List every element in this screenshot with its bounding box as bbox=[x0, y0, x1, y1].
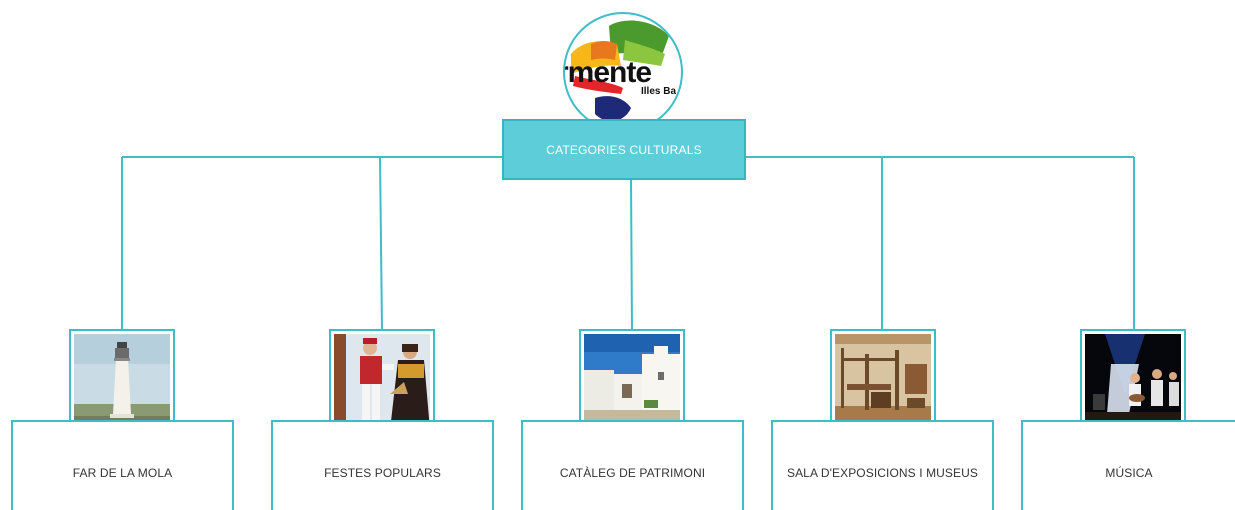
category-card-far-de-la-mola[interactable]: FAR DE LA MOLA bbox=[11, 420, 234, 510]
category-card-cataleg-de-patrimoni[interactable]: CATÀLEG DE PATRIMONI bbox=[521, 420, 744, 510]
category-label: CATÀLEG DE PATRIMONI bbox=[559, 466, 706, 480]
category-card-festes-populars[interactable]: FESTES POPULARS bbox=[271, 420, 494, 510]
logo-wordmark: rmente bbox=[563, 56, 652, 89]
category-label: FESTES POPULARS bbox=[324, 466, 441, 480]
thumb-sala-exposicions[interactable] bbox=[830, 329, 936, 435]
thumb-festes-populars[interactable] bbox=[329, 329, 435, 435]
lighthouse-photo bbox=[74, 334, 170, 430]
white-church-photo bbox=[584, 334, 680, 430]
logo-paint-strokes bbox=[571, 20, 669, 122]
category-label: MÚSICA bbox=[1105, 466, 1153, 480]
folk-dancers-photo bbox=[334, 334, 430, 430]
category-card-sala-exposicions[interactable]: SALA D'EXPOSICIONS I MUSEUS bbox=[771, 420, 994, 510]
thumb-musica[interactable] bbox=[1080, 329, 1186, 435]
connector-festes-populars bbox=[379, 156, 383, 331]
logo-submark: Illes Ba bbox=[641, 86, 677, 97]
concert-stage-photo bbox=[1085, 334, 1181, 430]
root-node-label: CATEGORIES CULTURALS bbox=[546, 142, 702, 157]
museum-interior-photo bbox=[835, 334, 931, 430]
category-card-musica[interactable]: MÚSICA bbox=[1021, 420, 1235, 510]
root-node[interactable]: CATEGORIES CULTURALS bbox=[502, 119, 746, 180]
thumb-far-de-la-mola[interactable] bbox=[69, 329, 175, 435]
category-label: SALA D'EXPOSICIONS I MUSEUS bbox=[786, 466, 979, 480]
category-label: FAR DE LA MOLA bbox=[72, 466, 173, 480]
connector-cataleg-de-patrimoni bbox=[630, 179, 633, 331]
formentera-logo[interactable]: rmente Illes Ba bbox=[563, 12, 683, 132]
